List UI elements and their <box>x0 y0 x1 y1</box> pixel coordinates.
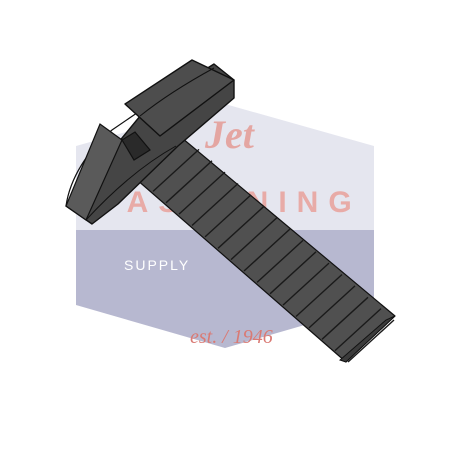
screw <box>65 59 396 363</box>
thread-line <box>230 217 278 261</box>
watermark-supply: SUPPLY <box>124 257 190 273</box>
thread-line <box>217 205 265 249</box>
watermark-brand-jet: Jet <box>204 112 256 157</box>
thread-line <box>282 262 330 306</box>
thread-line <box>204 194 252 238</box>
thread-line <box>334 308 382 352</box>
screw-head <box>65 59 235 225</box>
thread-line <box>152 148 200 192</box>
thread-line <box>321 296 369 340</box>
screw-threads <box>139 137 395 363</box>
thread-line <box>308 285 356 329</box>
thread-line <box>191 182 239 227</box>
thread-line <box>165 160 213 204</box>
thread-line <box>256 239 304 283</box>
thread-line <box>243 228 291 272</box>
watermark-est: est. / 1946 <box>190 326 273 348</box>
screw-slot <box>121 131 151 161</box>
thread-line <box>269 251 317 295</box>
thread-line <box>178 171 226 215</box>
thread-line <box>347 319 395 363</box>
thread-line <box>295 273 343 318</box>
